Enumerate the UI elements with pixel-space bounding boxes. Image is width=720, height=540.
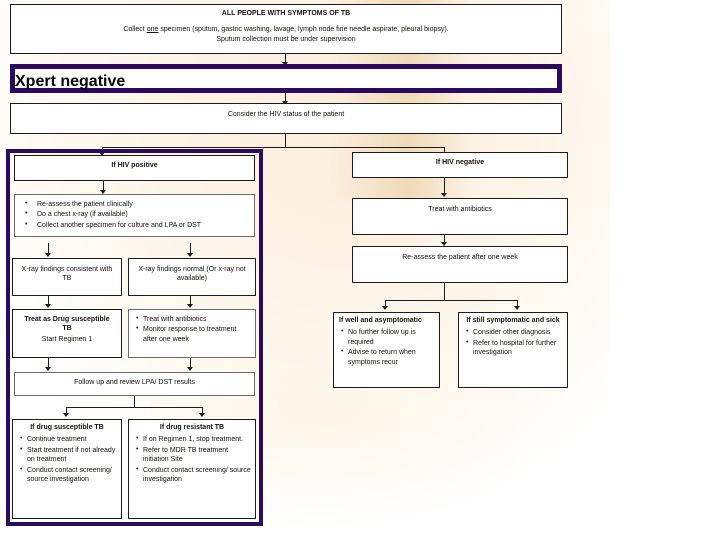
node-supervision-line: Sputum collection must be under supervis… bbox=[216, 35, 356, 43]
xray-consistent-label: X-ray findings consistent with TB bbox=[21, 266, 113, 283]
connector-assess-split-left bbox=[48, 243, 49, 255]
hiv-positive-group-frame bbox=[6, 149, 263, 526]
arrow-xrayconsistent-to-treat bbox=[45, 304, 51, 308]
node-collect-specimen-line: Collect one specimen (sputum, gastric wa… bbox=[11, 18, 561, 34]
ds-tb-header: If drug susceptible TB bbox=[30, 424, 104, 431]
ds-tb-bullet-list: Continue treatment Start treatment if no… bbox=[13, 434, 121, 485]
node-treat-with-antibiotics-monitor[interactable]: Treat with antibiotics Monitor response … bbox=[128, 309, 256, 358]
xray-normal-label: X-ray findings normal (Or x-ray not avai… bbox=[138, 266, 246, 283]
connector-antibiotics-to-reassess bbox=[444, 235, 445, 244]
arrow-to-xray-normal bbox=[187, 253, 193, 257]
arrow-to-hiv-positive bbox=[99, 152, 105, 156]
connector-hivneg-to-antibiotics bbox=[444, 178, 445, 195]
connector-antibiotics-to-followup bbox=[190, 358, 191, 369]
arrow-antibiotics-to-reassess bbox=[441, 242, 447, 246]
list-item: No further follow up is required bbox=[341, 327, 435, 347]
list-item: Conduct contact screening/ source invest… bbox=[136, 465, 251, 485]
arrow-to-dr-tb bbox=[199, 413, 205, 417]
list-item: Re-assess the patient clinically bbox=[25, 199, 250, 209]
arrow-to-ds-tb bbox=[63, 413, 69, 417]
node-xpert-negative[interactable]: Xpert negative bbox=[10, 64, 562, 93]
connector-followup-stem bbox=[134, 396, 135, 407]
connector-to-well bbox=[385, 300, 386, 308]
node-xray-consistent-with-tb[interactable]: X-ray findings consistent with TB bbox=[12, 258, 122, 296]
connector-to-ds-tb bbox=[66, 407, 67, 415]
list-item: Do a chest x-ray (if available) bbox=[25, 209, 250, 219]
node-heading: ALL PEOPLE WITH SYMPTOMS OF TB bbox=[221, 10, 351, 17]
node-if-hiv-positive[interactable]: If HIV positive bbox=[14, 155, 255, 181]
arrow-to-well bbox=[382, 306, 388, 310]
collect-pre-text: Collect bbox=[123, 26, 147, 34]
consider-hiv-status-label: Consider the HIV status of the patient bbox=[227, 111, 345, 118]
connector-to-dr-tb bbox=[202, 407, 203, 415]
connector-to-sick bbox=[517, 300, 518, 308]
node-reassess-after-one-week[interactable]: Re-assess the patient after one week bbox=[352, 246, 568, 283]
dr-tb-bullet-list: If on Regimen 1, stop treatment. Refer t… bbox=[129, 434, 255, 485]
connector-dsdr-horizontal bbox=[66, 407, 202, 408]
collect-one-emphasis: one bbox=[146, 26, 159, 34]
list-item: Treat with antibiotics bbox=[136, 314, 251, 324]
list-item: Refer to MDR TB treatment initiation Sit… bbox=[136, 445, 251, 465]
arrow-hivneg-to-antibiotics bbox=[441, 193, 447, 197]
follow-up-label: Follow up and review LPA/ DST results bbox=[74, 379, 195, 386]
connector-branch-right bbox=[444, 147, 445, 154]
arrow-xraynormal-to-antibiotics bbox=[187, 304, 193, 308]
sick-bullet-list: Consider other diagnosis Refer to hospit… bbox=[459, 327, 567, 358]
arrow-to-xray-consistent bbox=[45, 253, 51, 257]
assessment-bullet-list: Re-assess the patient clinically Do a ch… bbox=[15, 199, 254, 230]
connector-wellsick-horizontal bbox=[385, 300, 517, 301]
antibiotics-bullet-list: Treat with antibiotics Monitor response … bbox=[129, 314, 255, 344]
list-item: Advise to return when symptoms recur bbox=[341, 347, 435, 367]
dr-tb-header: If drug resistant TB bbox=[159, 424, 225, 431]
reassess-label: Re-assess the patient after one week bbox=[402, 254, 518, 261]
node-if-drug-resistant-tb[interactable]: If drug resistant TB If on Regimen 1, st… bbox=[128, 419, 256, 519]
treat-ds-regimen-label: Start Regimen 1 bbox=[41, 335, 93, 343]
list-item: Continue treatment bbox=[20, 434, 117, 444]
list-item: Monitor response to treatment after one … bbox=[136, 324, 251, 344]
arrow-antibiotics-to-followup bbox=[187, 367, 193, 371]
connector-top-to-xpert bbox=[285, 54, 286, 63]
node-if-well-and-asymptomatic[interactable]: If well and asymptomatic No further foll… bbox=[333, 312, 440, 388]
collect-post-text: specimen (sputum, gastric washing, lavag… bbox=[158, 26, 449, 34]
node-all-people-with-symptoms[interactable]: ALL PEOPLE WITH SYMPTOMS OF TB Collect o… bbox=[10, 4, 562, 54]
list-item: Collect another specimen for culture and… bbox=[25, 220, 250, 230]
treat-ds-bold-label: Treat as Drug susceptible TB bbox=[24, 316, 110, 333]
list-item: Refer to hospital for further investigat… bbox=[466, 338, 563, 358]
list-item: Start treatment if not already on treatm… bbox=[20, 445, 117, 465]
list-item: If on Regimen 1, stop treatment. bbox=[136, 434, 251, 444]
node-hiv-positive-assessment[interactable]: Re-assess the patient clinically Do a ch… bbox=[14, 194, 255, 237]
connector-assess-split-right bbox=[190, 243, 191, 255]
arrow-to-sick bbox=[514, 306, 520, 310]
connector-hivpos-to-assess bbox=[103, 181, 104, 192]
sick-header: If still symptomatic and sick bbox=[466, 317, 560, 324]
node-if-still-symptomatic-and-sick[interactable]: If still symptomatic and sick Consider o… bbox=[458, 312, 568, 388]
connector-branch-horizontal bbox=[102, 147, 444, 148]
connector-hivstatus-stem bbox=[285, 134, 286, 147]
if-hiv-negative-label: If HIV negative bbox=[435, 159, 485, 166]
list-item: Consider other diagnosis bbox=[466, 327, 563, 337]
connector-xpert-to-hivstatus bbox=[285, 93, 286, 102]
treat-antibiotics-label: Treat with antibiotics bbox=[428, 206, 492, 213]
node-treat-with-antibiotics[interactable]: Treat with antibiotics bbox=[352, 198, 568, 235]
node-treat-as-drug-susceptible[interactable]: Treat as Drug susceptible TB Start Regim… bbox=[12, 309, 122, 358]
well-bullet-list: No further follow up is required Advise … bbox=[334, 327, 439, 367]
node-xray-normal[interactable]: X-ray findings normal (Or x-ray not avai… bbox=[128, 258, 256, 296]
connector-xraynormal-to-antibiotics bbox=[190, 296, 191, 306]
connector-reassess-stem bbox=[444, 283, 445, 300]
if-hiv-positive-label: If HIV positive bbox=[111, 162, 158, 169]
well-header: If well and asymptomatic bbox=[339, 317, 422, 324]
xpert-negative-label: Xpert negative bbox=[15, 73, 126, 90]
node-if-hiv-negative[interactable]: If HIV negative bbox=[352, 152, 568, 178]
list-item: Conduct contact screening/ source invest… bbox=[20, 465, 117, 485]
node-follow-up-review-lpa-dst[interactable]: Follow up and review LPA/ DST results bbox=[14, 372, 255, 396]
node-if-drug-susceptible-tb[interactable]: If drug susceptible TB Continue treatmen… bbox=[12, 419, 122, 519]
arrow-treatds-to-followup bbox=[45, 367, 51, 371]
connector-xrayconsistent-to-treat bbox=[48, 296, 49, 306]
node-consider-hiv-status[interactable]: Consider the HIV status of the patient bbox=[10, 103, 562, 134]
connector-treatds-to-followup bbox=[48, 358, 49, 369]
arrow-hivpos-to-assess bbox=[100, 190, 106, 194]
